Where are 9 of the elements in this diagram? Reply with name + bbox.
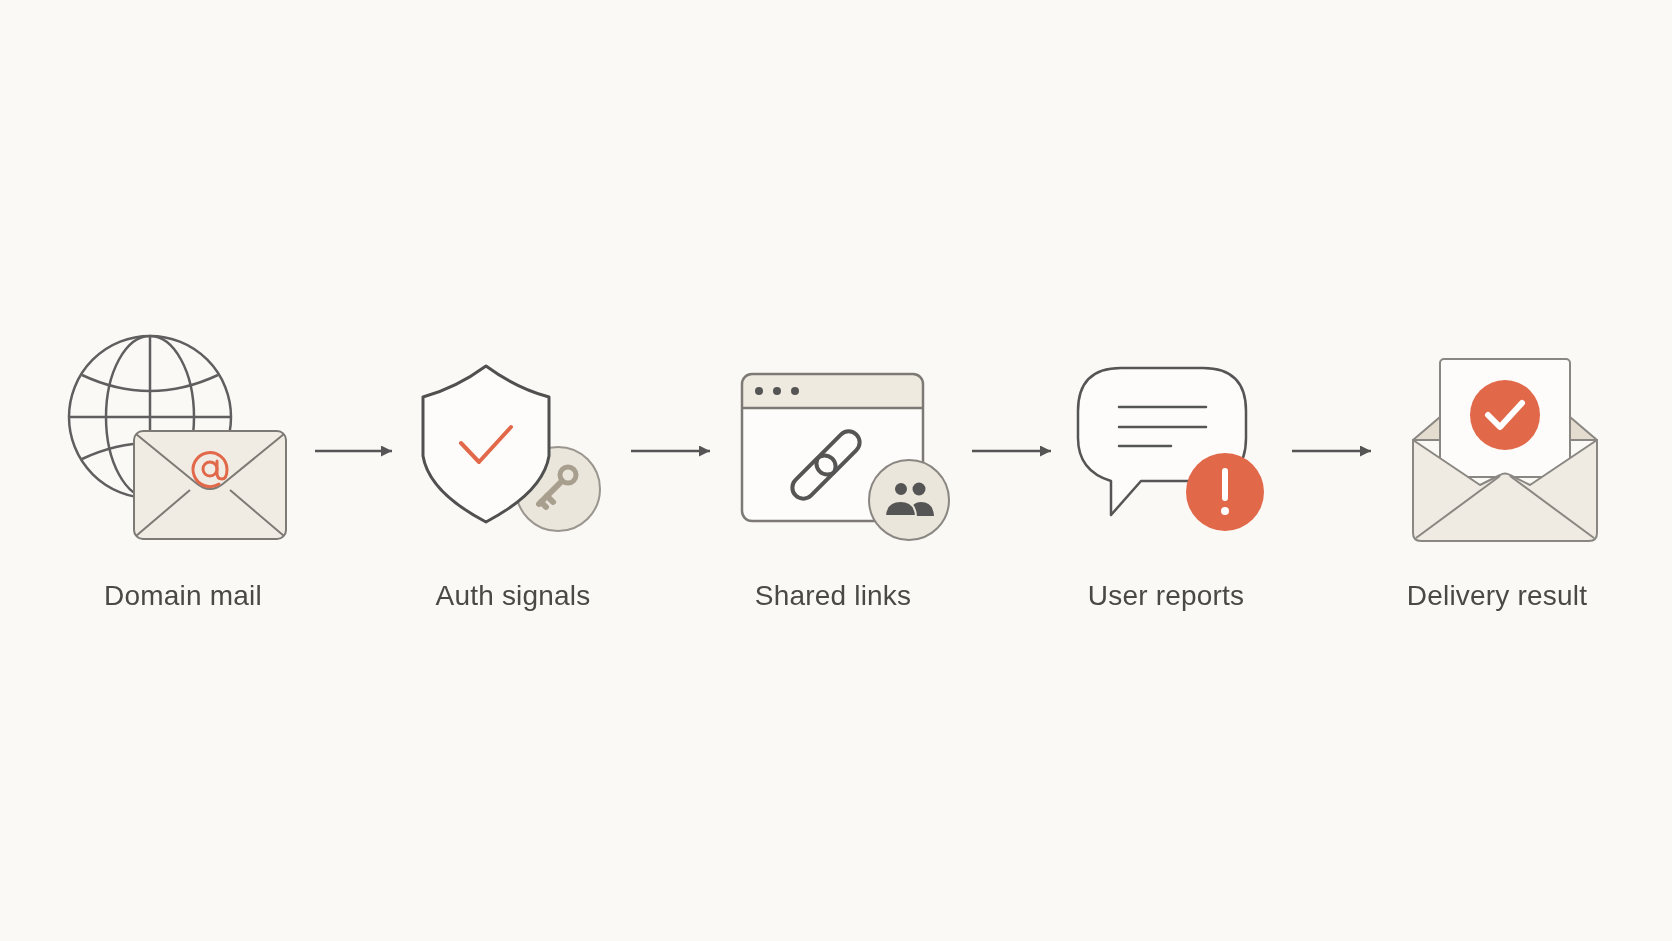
arrow (631, 445, 710, 457)
arrow (315, 445, 392, 457)
step-label: Domain mail (104, 579, 262, 613)
arrow (972, 445, 1051, 457)
step-label: Auth signals (435, 579, 591, 613)
step-label: User reports (1087, 579, 1245, 613)
arrow (1292, 445, 1371, 457)
step-label: Delivery result (1406, 579, 1588, 613)
step-label: Shared links (754, 579, 912, 613)
